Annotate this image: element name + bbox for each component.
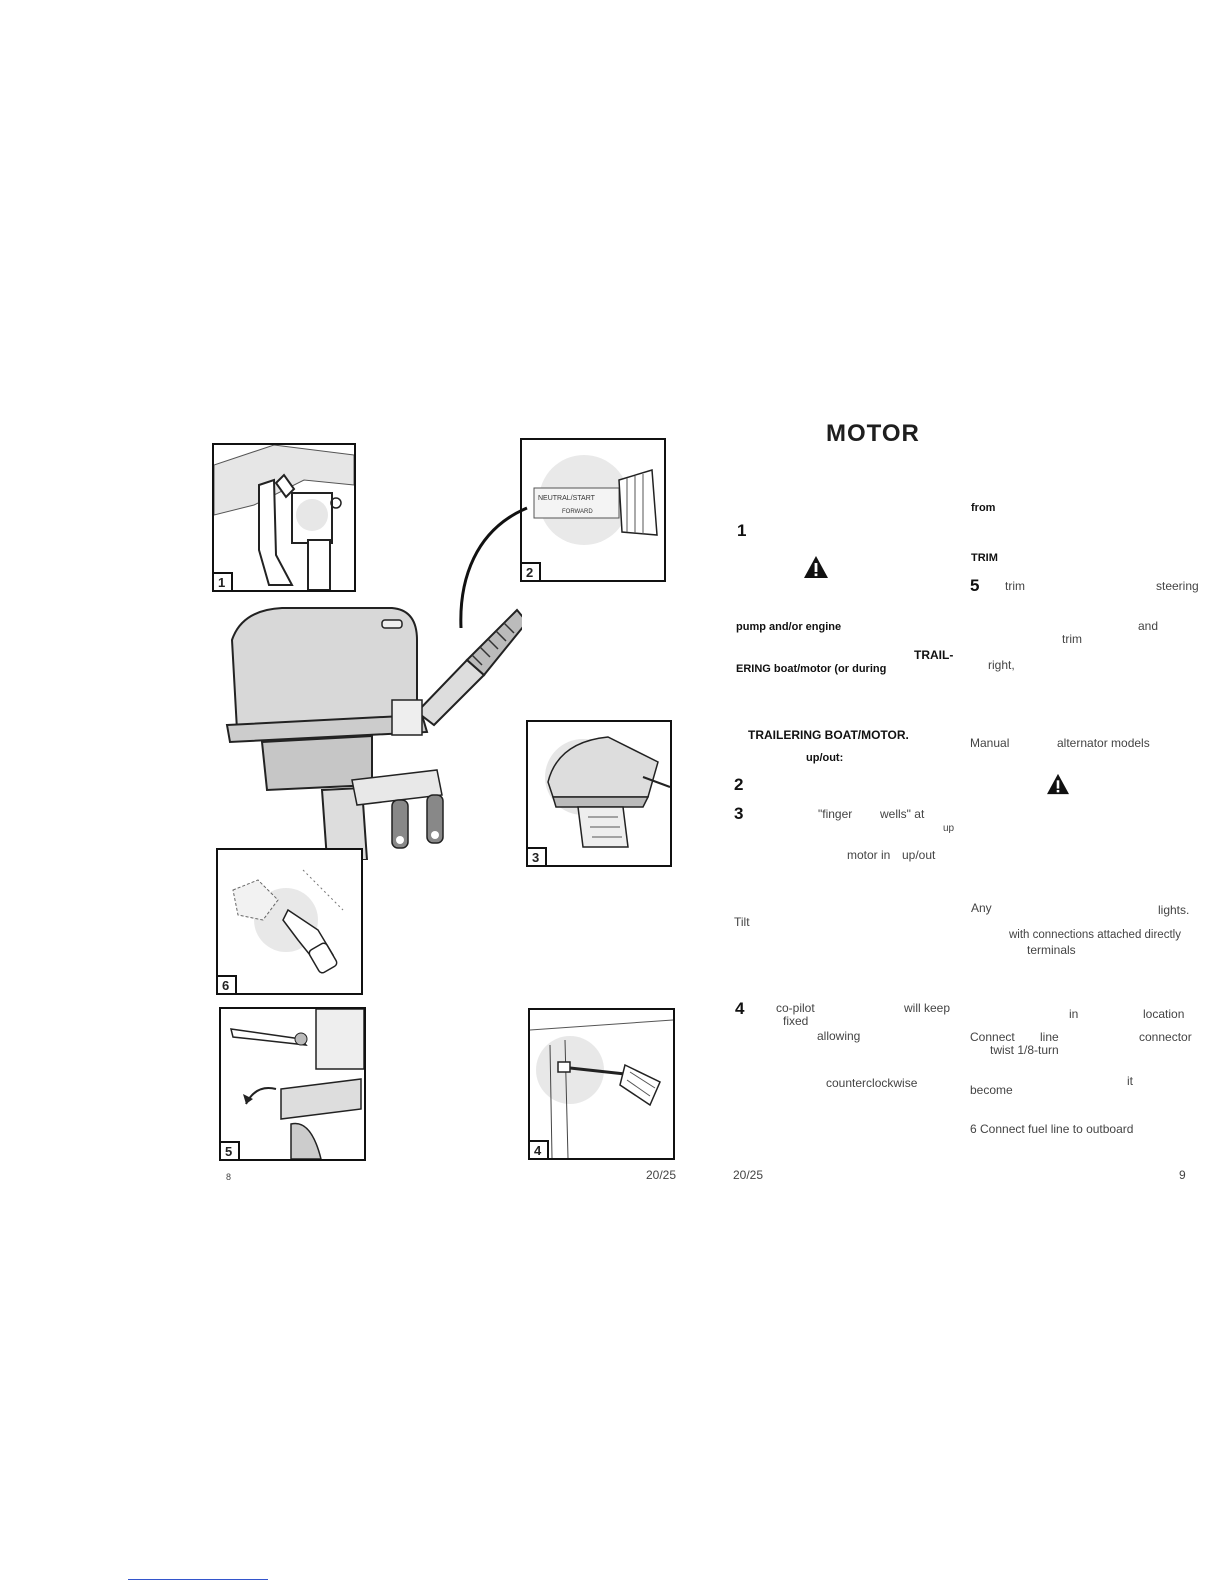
figure-2-number: 2 — [522, 562, 542, 580]
shift-label-neutral: NEUTRAL/START — [538, 495, 596, 502]
connector-curve — [459, 506, 528, 629]
figure-5-trim-tab: 5 — [219, 1007, 366, 1161]
counterclockwise-text: counterclockwise — [826, 1076, 918, 1090]
step-1-number: 1 — [737, 521, 747, 540]
alternator-models-text: alternator models — [1057, 736, 1150, 750]
step-4-number: 4 — [735, 999, 745, 1018]
lights-text: lights. — [1158, 903, 1190, 917]
left-page-number: 8 — [226, 1172, 232, 1182]
main-motor-illustration — [222, 600, 529, 861]
twist-text: twist 1/8-turn — [990, 1043, 1059, 1057]
allowing-text: allowing — [817, 1029, 861, 1043]
clamp-bracket-illustration — [214, 445, 354, 590]
fuel-connector-illustration — [232, 869, 344, 974]
outboard-motor-illustration — [225, 607, 529, 861]
tilt-text: Tilt — [734, 915, 750, 929]
connector-text: connector — [1139, 1030, 1192, 1044]
figure-3-number: 3 — [528, 847, 548, 865]
figure-2-shift-lever: NEUTRAL/START FORWARD 2 — [520, 438, 666, 582]
bottom-link-underline[interactable] — [128, 1579, 268, 1580]
trailering-text: TRAILERING BOAT/MOTOR. — [748, 728, 909, 742]
left-footer-code: 20/25 — [646, 1168, 677, 1182]
from-text: from — [971, 502, 996, 514]
fixed-text: fixed — [783, 1014, 809, 1028]
figure-1-number: 1 — [214, 572, 234, 590]
co-pilot-text: co-pilot — [776, 1001, 815, 1015]
it-text: it — [1127, 1074, 1133, 1088]
eringboat-text: ERING boat/motor (or during — [736, 663, 887, 675]
figure-5-number: 5 — [221, 1141, 241, 1159]
line-text: line — [1040, 1030, 1059, 1044]
trim-text: trim — [1005, 579, 1025, 593]
tilt-illustration — [545, 736, 670, 848]
trail-text: TRAIL- — [914, 648, 954, 662]
right-footer-code: 20/25 — [733, 1168, 764, 1182]
trim-2-text: trim — [1062, 632, 1082, 646]
up-out-2-text: up/out — [902, 848, 936, 862]
up-out-text: up/out: — [806, 752, 844, 764]
figure-6-number: 6 — [218, 975, 238, 993]
and-text: and — [1138, 619, 1159, 633]
figure-4-copilot: 4 — [528, 1008, 675, 1160]
right-text: right, — [988, 658, 1015, 672]
any-text: Any — [971, 901, 992, 915]
step-6-text: 6 Connect fuel line to outboard — [970, 1122, 1134, 1136]
step-5-number: 5 — [970, 576, 980, 595]
trim-heading: TRIM — [971, 552, 998, 564]
trim-tab-illustration — [230, 1009, 364, 1159]
shift-label-forward: FORWARD — [562, 509, 593, 515]
steering-text: steering — [1156, 579, 1199, 593]
up-text: up — [943, 823, 955, 834]
step-3-number: 3 — [734, 804, 744, 823]
copilot-screw-illustration — [530, 1019, 673, 1158]
location-text: location — [1143, 1007, 1185, 1021]
page-heading: MOTOR — [826, 420, 920, 447]
shift-label-illustration: NEUTRAL/START FORWARD — [533, 455, 658, 545]
warning-icon — [804, 556, 828, 578]
right-page-number: 9 — [1179, 1168, 1186, 1182]
figure-1-clamp-bracket: 1 — [212, 443, 356, 592]
figure-4-number: 4 — [530, 1140, 550, 1158]
will-keep-text: will keep — [904, 1001, 951, 1015]
become-text: become — [970, 1083, 1013, 1097]
pump-engine-text: pump and/or engine — [736, 621, 842, 633]
with-connections-text: with connections attached directly — [1009, 929, 1181, 941]
manual-text: Manual — [970, 736, 1010, 750]
warning-icon — [1047, 773, 1069, 795]
connect-text: Connect — [970, 1030, 1015, 1044]
wells-at-text: wells" at — [880, 807, 925, 821]
finger-text: "finger — [818, 807, 853, 821]
step-2-number: 2 — [734, 775, 744, 794]
figure-6-fuel-connector: 6 — [216, 848, 363, 995]
in-text: in — [1069, 1007, 1079, 1021]
terminals-text: terminals — [1027, 943, 1076, 957]
figure-3-tilt: 3 — [526, 720, 672, 867]
motor-in-text: motor in — [847, 848, 891, 862]
